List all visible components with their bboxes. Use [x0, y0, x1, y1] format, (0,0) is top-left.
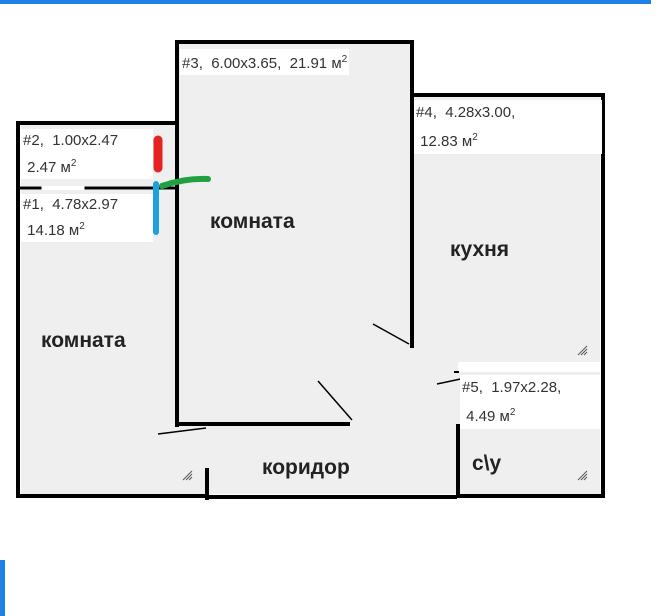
room-2-label: #2, 1.00x2.47 2.47 м2 [21, 129, 153, 179]
room-5-id: #5 [462, 379, 479, 396]
top-frame-bar [0, 0, 651, 4]
room-2-id: #2 [23, 132, 40, 149]
room-4-dims: 4.28x3.00 [445, 104, 512, 121]
corridor-floor [178, 362, 458, 494]
walls [16, 40, 605, 500]
room-4-exp: 2 [472, 132, 478, 143]
room-3-name: комната [210, 210, 295, 233]
room-1-dims: 4.78x2.97 [52, 196, 119, 213]
room-1-unit: м [68, 222, 80, 239]
room-4-id: #4 [416, 104, 433, 121]
room-3-unit: м [331, 55, 342, 72]
green-marker [159, 175, 211, 189]
corridor-name: коридор [262, 456, 350, 479]
room-2-dims: 1.00x2.47 [52, 132, 119, 149]
door-swings [157, 323, 471, 435]
room-4-unit: м [461, 133, 473, 150]
room-3-label: #3, 6.00x3.65, 21.91 м2 [180, 49, 350, 75]
room-2-unit: м [60, 159, 71, 176]
resize-grips [182, 345, 588, 481]
room-3-exp: 2 [341, 54, 348, 65]
room-5-area: 4.49 [466, 408, 496, 425]
room-4-name: кухня [450, 238, 510, 261]
room-4-area: 12.83 [420, 133, 458, 150]
room-3-area: 21.91 [289, 55, 328, 72]
room-1-label: #1, 4.78x2.97 14.18 м2 [21, 194, 153, 242]
room-5-label: #5, 1.97x2.28, 4.49 м2 [460, 375, 600, 429]
room-3-dims: 6.00x3.65 [211, 55, 278, 72]
room-1-id: #1 [23, 196, 40, 213]
room-4-label: #4, 4.28x3.00, 12.83 м2 [414, 100, 602, 154]
room-1-exp: 2 [79, 221, 85, 232]
room-5-unit: м [499, 408, 510, 425]
room-2-exp: 2 [70, 158, 77, 169]
room-2-area: 2.47 [27, 159, 57, 176]
room-5-name: с\у [472, 452, 502, 475]
room-5-exp: 2 [509, 407, 516, 418]
room-1-name: комната [41, 329, 126, 352]
room-3-id: #3 [182, 55, 199, 72]
room-5-dims: 1.97x2.28 [491, 379, 558, 396]
left-frame-bar [0, 560, 5, 616]
room-1-area: 14.18 [27, 222, 65, 239]
